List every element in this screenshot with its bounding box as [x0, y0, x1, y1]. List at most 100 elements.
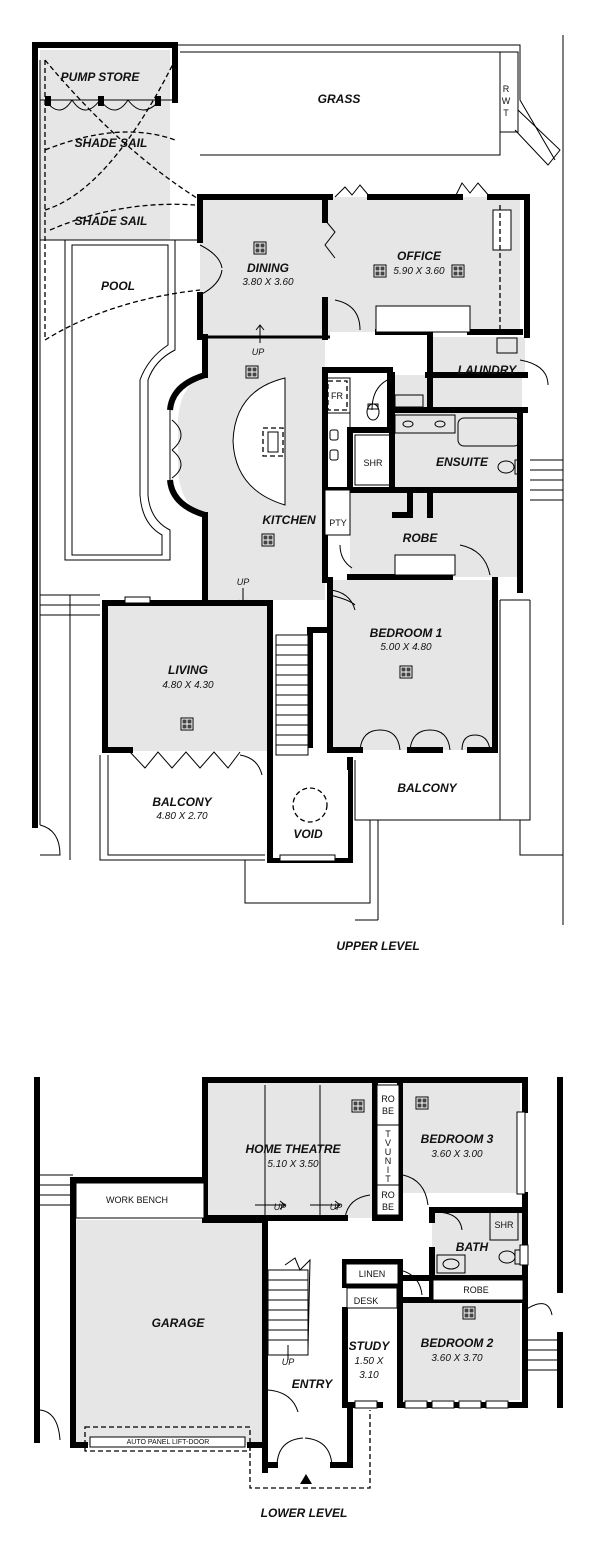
label-up-lower-2: UP [330, 1202, 343, 1212]
kitchen-appliances [324, 377, 351, 536]
window-icon [516, 1111, 526, 1195]
light-fixture-icon [351, 1099, 365, 1113]
bedroom1-balcony-doors [329, 589, 491, 751]
upper-level [32, 35, 564, 925]
up-arrow-icon [255, 324, 265, 343]
robe-door-swing [339, 544, 491, 576]
label-grass: GRASS [318, 92, 361, 106]
label-shade-sail-2: SHADE SAIL [75, 214, 148, 228]
label-shr: SHR [363, 458, 383, 468]
upper-stairs [275, 634, 309, 756]
kitchen-island [232, 377, 286, 506]
label-shade-sail-1: SHADE SAIL [75, 136, 148, 150]
lower-labels: WORK BENCH HOME THEATRE 5.10 X 3.50 RO B… [106, 1094, 514, 1520]
label-tv-t: T [385, 1129, 391, 1139]
garage-floor [75, 1220, 265, 1445]
label-home-theatre-dim: 5.10 X 3.50 [267, 1159, 319, 1170]
dining-doors [199, 244, 223, 296]
work-bench [75, 1182, 205, 1219]
office-fittings [324, 182, 512, 333]
label-dining: DINING [247, 261, 289, 275]
label-dining-dim: 3.80 X 3.60 [242, 277, 294, 288]
label-pty: PTY [329, 518, 347, 528]
light-fixture-icon [462, 1306, 476, 1320]
light-fixture-icon [261, 533, 275, 547]
lower-stairs [267, 1257, 311, 1360]
label-pool: POOL [101, 279, 135, 293]
robe-shelf [394, 554, 456, 576]
lower-bath-fittings [436, 1209, 521, 1274]
light-fixture-icon [415, 1096, 429, 1110]
label-auto-panel: AUTO PANEL LIFT-DOOR [127, 1439, 210, 1446]
label-robe-mid-1: RO [381, 1190, 395, 1200]
label-tv-i: I [387, 1165, 390, 1175]
label-laundry: LAUNDRY [458, 363, 517, 377]
label-living-dim: 4.80 X 4.30 [162, 680, 214, 691]
grass-area [175, 35, 564, 925]
label-rwt-t: T [503, 108, 509, 118]
bedroom1-floor [330, 580, 495, 750]
label-pump-store: PUMP STORE [61, 70, 141, 84]
bedroom2-windows [354, 1400, 509, 1409]
bath-floor [432, 1210, 522, 1275]
bedroom2-floor [400, 1300, 520, 1400]
label-fr: FR [331, 391, 343, 401]
label-rwt-w: W [502, 96, 511, 106]
label-study-dim-2: 3.10 [359, 1370, 379, 1381]
label-tv-v: V [385, 1138, 391, 1148]
bed1-door [329, 594, 356, 606]
label-up-2: UP [237, 577, 250, 587]
garage-lift-door [84, 1426, 251, 1452]
label-robe-top-1: RO [381, 1094, 395, 1104]
label-bedroom3-dim: 3.60 X 3.00 [431, 1149, 483, 1160]
label-up-lower-1: UP [274, 1202, 287, 1212]
label-entry: ENTRY [292, 1377, 333, 1391]
void [273, 770, 348, 862]
upper-balconies [39, 459, 563, 921]
up-arrow-icon [238, 588, 248, 606]
lower-external-steps [40, 1174, 560, 1371]
lower-level [34, 1077, 563, 1489]
label-desk: DESK [354, 1296, 379, 1306]
label-home-theatre: HOME THEATRE [245, 1142, 341, 1156]
shade-sail-outlines [44, 59, 201, 341]
label-robe: ROBE [403, 531, 439, 545]
label-robe-mid-2: BE [382, 1202, 394, 1212]
lower-door-swings [39, 1174, 553, 1466]
home-theatre-lines [255, 1085, 341, 1215]
label-study: STUDY [349, 1339, 391, 1353]
label-rwt-r: R [503, 84, 510, 94]
light-fixture-icon [180, 717, 194, 731]
lower-built-ins [345, 1084, 524, 1309]
label-office: OFFICE [397, 249, 442, 263]
pump-shade-floor [40, 50, 170, 240]
living-folding-doors [124, 596, 263, 776]
label-up-1: UP [252, 347, 265, 357]
ensuite-fittings [354, 394, 521, 486]
label-tv-n: N [385, 1156, 392, 1166]
label-ensuite: ENSUITE [436, 455, 489, 469]
window-icon [519, 1244, 529, 1266]
label-balcony-left: BALCONY [152, 795, 212, 809]
ensuite-door-swing [371, 377, 393, 411]
label-robe-top-2: BE [382, 1106, 394, 1116]
label-garage: GARAGE [152, 1316, 206, 1330]
light-fixture-icon [245, 365, 259, 379]
light-fixture-icon [399, 665, 413, 679]
label-living: LIVING [168, 663, 208, 677]
label-balcony-left-dim: 4.80 X 2.70 [156, 811, 208, 822]
label-tv-u: U [385, 1147, 392, 1157]
label-up-lower-3: UP [282, 1357, 295, 1367]
label-balcony-right: BALCONY [397, 781, 457, 795]
light-fixture-icon [253, 241, 267, 255]
entry-porch-outline [249, 1410, 371, 1489]
upper-labels: PUMP STORE SHADE SAIL SHADE SAIL POOL GR… [61, 70, 518, 953]
label-office-dim: 5.90 X 3.60 [393, 266, 445, 277]
label-linen: LINEN [359, 1269, 386, 1279]
label-bedroom2: BEDROOM 2 [421, 1336, 494, 1350]
label-tv-t2: T [385, 1174, 391, 1184]
label-work-bench: WORK BENCH [106, 1195, 168, 1205]
upper-level-title: UPPER LEVEL [336, 939, 419, 953]
label-bedroom2-dim: 3.60 X 3.70 [431, 1353, 483, 1364]
